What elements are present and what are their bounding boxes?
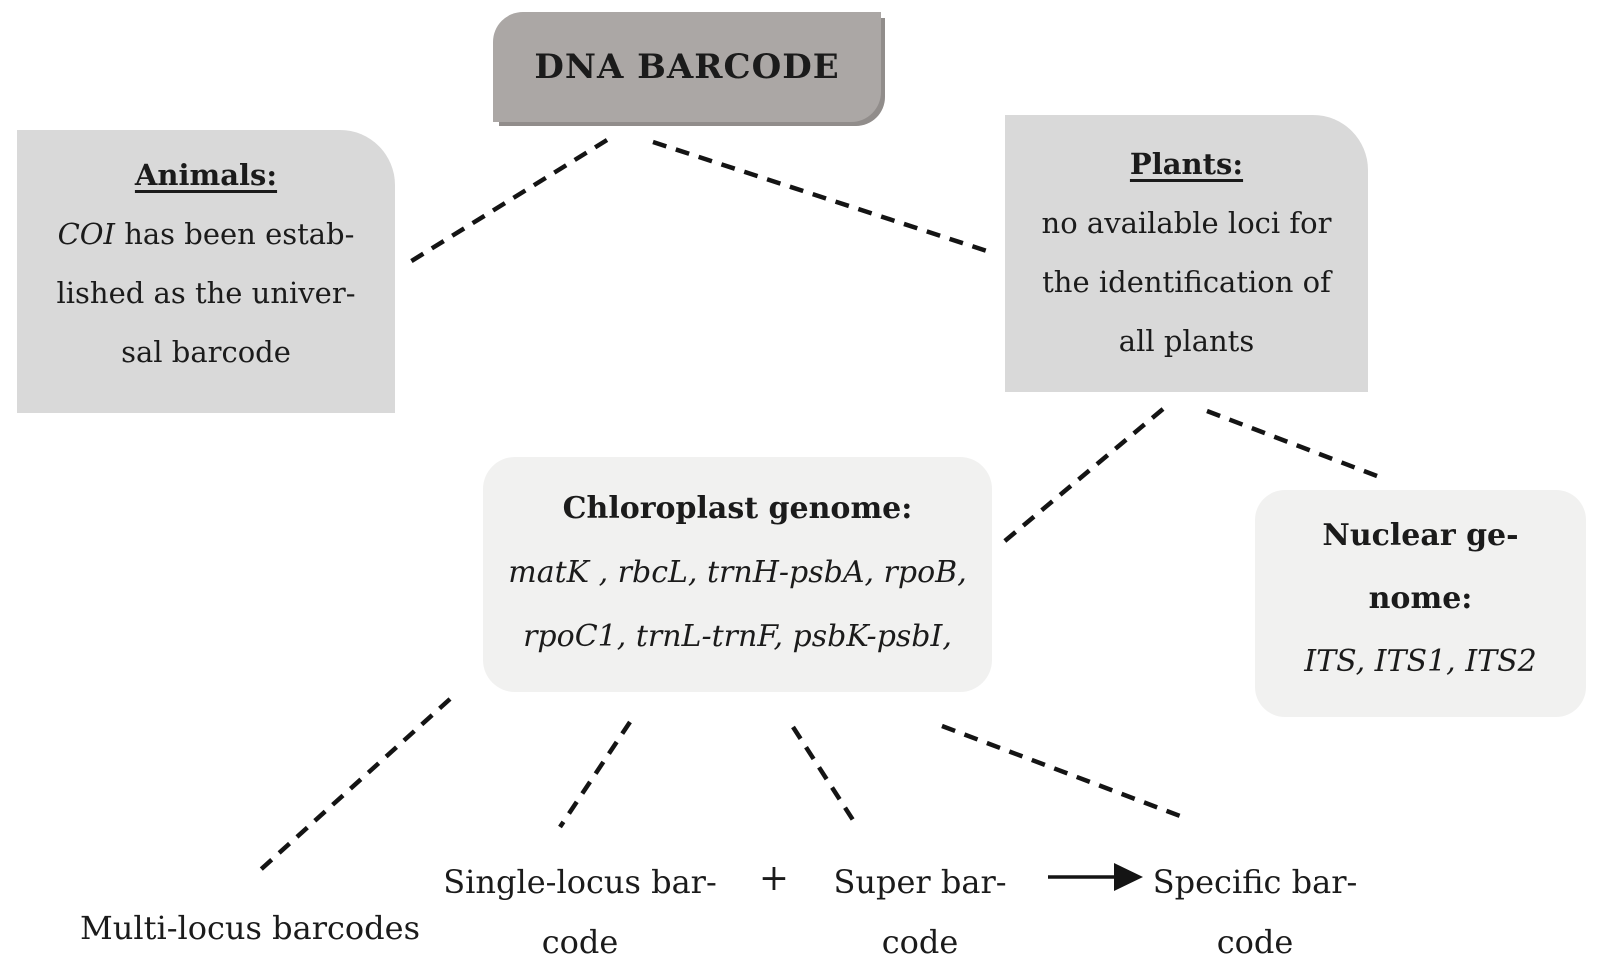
plants-line-2: the identification of bbox=[1042, 265, 1331, 299]
single-locus-line-2: code bbox=[541, 923, 619, 961]
super-barcode-line-2: code bbox=[881, 923, 959, 961]
specific-barcode-label: Specific bar- code bbox=[1135, 852, 1375, 972]
connector-chloroplast-specificbarcode bbox=[941, 723, 1189, 822]
chloroplast-genes-line-2: rpoC1, trnL-trnF, psbK-psbI, bbox=[523, 619, 952, 654]
nuclear-heading-line-2: nome: bbox=[1368, 581, 1473, 616]
plants-line-3: all plants bbox=[1118, 324, 1255, 358]
connector-chloroplast-multilocus bbox=[256, 697, 452, 874]
chloroplast-heading: Chloroplast genome: bbox=[562, 491, 913, 526]
super-barcode-line-1: Super bar- bbox=[833, 863, 1007, 901]
animals-heading: Animals: bbox=[134, 158, 278, 192]
specific-barcode-line-1: Specific bar- bbox=[1152, 863, 1358, 901]
plants-line-1: no available loci for bbox=[1041, 206, 1332, 240]
plants-heading: Plants: bbox=[1129, 147, 1244, 181]
connector-dna-plants bbox=[652, 139, 994, 256]
animals-line-1-text: has been estab- bbox=[115, 217, 355, 251]
chloroplast-genes-line-1: matK , rbcL, trnH-psbA, rpoB, bbox=[508, 555, 967, 590]
animals-line-2: lished as the univer- bbox=[56, 276, 356, 310]
nuclear-genome-box: Nuclear ge- nome: ITS, ITS1, ITS2 bbox=[1255, 490, 1586, 717]
connector-dna-animals bbox=[403, 138, 609, 267]
super-barcode-label: Super bar- code bbox=[800, 852, 1040, 972]
single-locus-barcode-label: Single-locus bar- code bbox=[430, 852, 730, 972]
chloroplast-genome-box: Chloroplast genome: matK , rbcL, trnH-ps… bbox=[483, 457, 992, 692]
animals-gene-coi: COI bbox=[57, 217, 115, 251]
dna-barcode-box: DNA BARCODE bbox=[493, 12, 881, 122]
plants-box: Plants: no available loci for the identi… bbox=[1005, 115, 1368, 392]
animals-line-1: COI has been estab- bbox=[17, 205, 395, 264]
nuclear-heading-line-1: Nuclear ge- bbox=[1322, 518, 1519, 553]
nuclear-genes: ITS, ITS1, ITS2 bbox=[1304, 644, 1537, 679]
multi-locus-barcodes-label: Multi-locus barcodes bbox=[79, 909, 421, 947]
dna-barcode-title: DNA BARCODE bbox=[534, 47, 840, 87]
connector-plants-nuclear bbox=[1206, 408, 1378, 479]
specific-barcode-line-2: code bbox=[1216, 923, 1294, 961]
connector-chloroplast-superbarcode bbox=[791, 725, 855, 822]
connector-chloroplast-singlelocus bbox=[558, 720, 632, 829]
animals-box: Animals: COI has been estab- lished as t… bbox=[17, 130, 395, 413]
connector-plants-chloroplast bbox=[998, 407, 1165, 547]
animals-line-3: sal barcode bbox=[121, 335, 291, 369]
plus-operator: + bbox=[758, 858, 790, 899]
single-locus-line-1: Single-locus bar- bbox=[443, 863, 717, 901]
